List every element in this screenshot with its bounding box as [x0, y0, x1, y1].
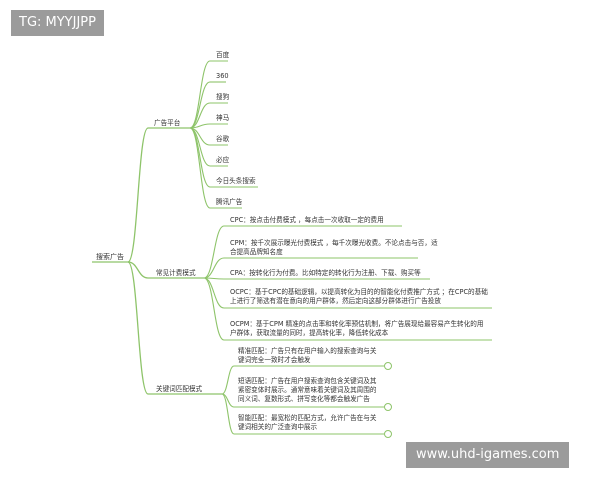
- connector-root-billing: [127, 261, 149, 279]
- billing-item-line: OCPC：基于CPC的基础逻辑，以提高转化为目的的智能化付费推广方式 ；在CPC…: [230, 288, 488, 296]
- match-item-smart: 智能匹配：最宽松的匹配方式，允许广告在与关 键词相关的广泛查询中展示: [238, 414, 376, 432]
- billing-item-cpa: CPA：按转化行为付费。比如特定的转化行为注册、下载、购买等: [230, 269, 421, 278]
- platform-item: 谷歌: [216, 135, 230, 143]
- collapse-toggle-smart[interactable]: [384, 430, 392, 438]
- match-item-line: 短语匹配：广告在用户搜索查询包含关键词及其: [238, 377, 377, 385]
- match-item-line: 紧密变体时展示。通常意味着关键词及其周围的: [238, 386, 377, 394]
- billing-item-ocpc: OCPC：基于CPC的基础逻辑，以提高转化为目的的智能化付费推广方式 ；在CPC…: [230, 288, 488, 306]
- watermark-top-badge: TG: MYYJJPP: [11, 10, 104, 36]
- branch-keyword-match: 关键词匹配模式: [156, 385, 203, 393]
- match-item-line: 键词完全一致时才会触发: [238, 356, 311, 364]
- platform-item: 必应: [216, 156, 230, 164]
- match-item-line: 智能匹配：最宽松的匹配方式，允许广告在与关: [238, 414, 377, 422]
- platform-item: 神马: [216, 114, 230, 122]
- match-item-line: 同义词、复数形式、拼写变化等都会触发广告: [238, 395, 370, 403]
- root-node: 搜索广告: [96, 253, 124, 261]
- platform-item: 360: [216, 72, 229, 80]
- collapse-toggle-phrase[interactable]: [384, 403, 392, 411]
- billing-item-line: CPM：按千次展示曝光付费模式 ，每千次曝光收费。不论点击与否，适: [230, 239, 438, 247]
- match-item-line: 精准匹配：广告只有在用户输入的搜索查询与关: [238, 347, 377, 355]
- platform-item: 腾讯广告: [216, 198, 243, 206]
- billing-item-line: OCPM：基于CPM 精准的点击率和转化率预估机制，将广告展现给最容易产生转化的…: [230, 320, 484, 328]
- billing-item-ocpm: OCPM：基于CPM 精准的点击率和转化率预估机制，将广告展现给最容易产生转化的…: [230, 320, 483, 338]
- match-item-line: 键词相关的广泛查询中展示: [238, 423, 318, 431]
- billing-item-line: CPA：按转化行为付费。比如特定的转化行为注册、下载、购买等: [230, 269, 421, 277]
- billing-item-cpc: CPC：按点击付费模式 ，每点击一次收取一定的费用: [230, 216, 384, 225]
- match-item-phrase: 短语匹配：广告在用户搜索查询包含关键词及其 紧密变体时展示。通常意味着关键词及其…: [238, 377, 376, 404]
- platform-item: 搜狗: [216, 93, 230, 101]
- branch-billing-models: 常见计费模式: [156, 269, 196, 277]
- billing-item-line: 合提高品牌知名度: [230, 248, 283, 256]
- billing-item-line: 上进行了筛选有潜在意向的用户群体，然后定向这部分群体进行广告投放: [230, 297, 441, 305]
- billing-item-line: 户群体，获取流量的同时，提高转化率，降低转化成本: [230, 329, 389, 337]
- connector-root-match: [127, 261, 149, 395]
- platform-item: 百度: [216, 51, 230, 59]
- billing-item-cpm: CPM：按千次展示曝光付费模式 ，每千次曝光收费。不论点击与否，适 合提高品牌知…: [230, 239, 438, 257]
- billing-item-line: CPC：按点击付费模式 ，每点击一次收取一定的费用: [230, 216, 384, 224]
- connector-root-platform: [127, 127, 149, 263]
- match-item-exact: 精准匹配：广告只有在用户输入的搜索查询与关 键词完全一致时才会触发: [238, 347, 376, 365]
- platform-item: 今日头条搜索: [216, 177, 256, 185]
- branch-ad-platforms: 广告平台: [154, 119, 181, 127]
- collapse-toggle-exact[interactable]: [384, 362, 392, 370]
- watermark-bottom-badge: www.uhd-igames.com: [406, 442, 570, 468]
